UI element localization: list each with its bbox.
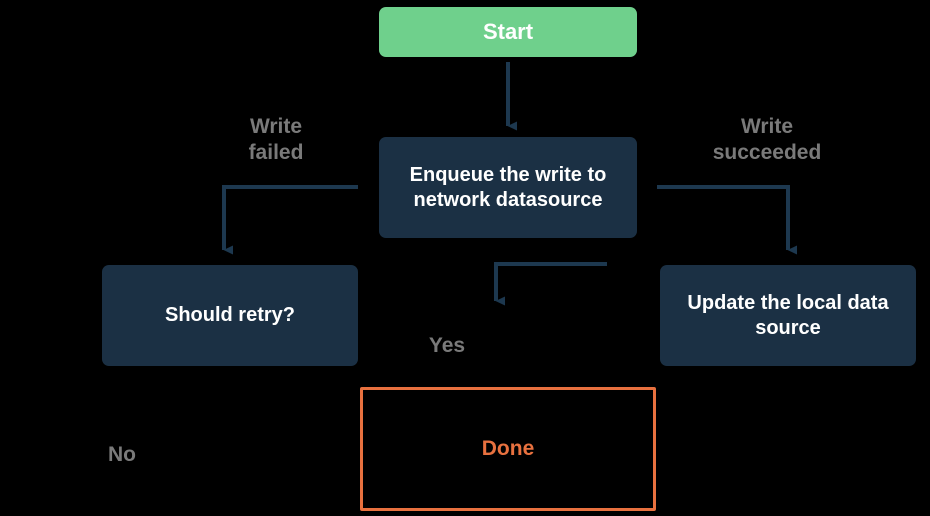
edge-enqueue-to-should-retry [222,185,358,255]
node-start[interactable]: Start [379,7,637,57]
edge-label-yes: Yes [428,334,466,357]
node-enqueue-write[interactable]: Enqueue the write to network datasource [379,137,637,238]
edge-label-write-failed: Write failed [248,115,304,164]
edge-label-write-succeeded: Write succeeded [712,115,822,164]
node-done[interactable]: Done [360,387,656,511]
edge-enqueue-to-update-local [657,185,797,255]
edge-label-no: No [108,443,136,466]
node-update-local-datasource[interactable]: Update the local data source [660,265,916,366]
edge-should-retry-to-enqueue [494,262,607,306]
node-should-retry[interactable]: Should retry? [102,265,358,366]
